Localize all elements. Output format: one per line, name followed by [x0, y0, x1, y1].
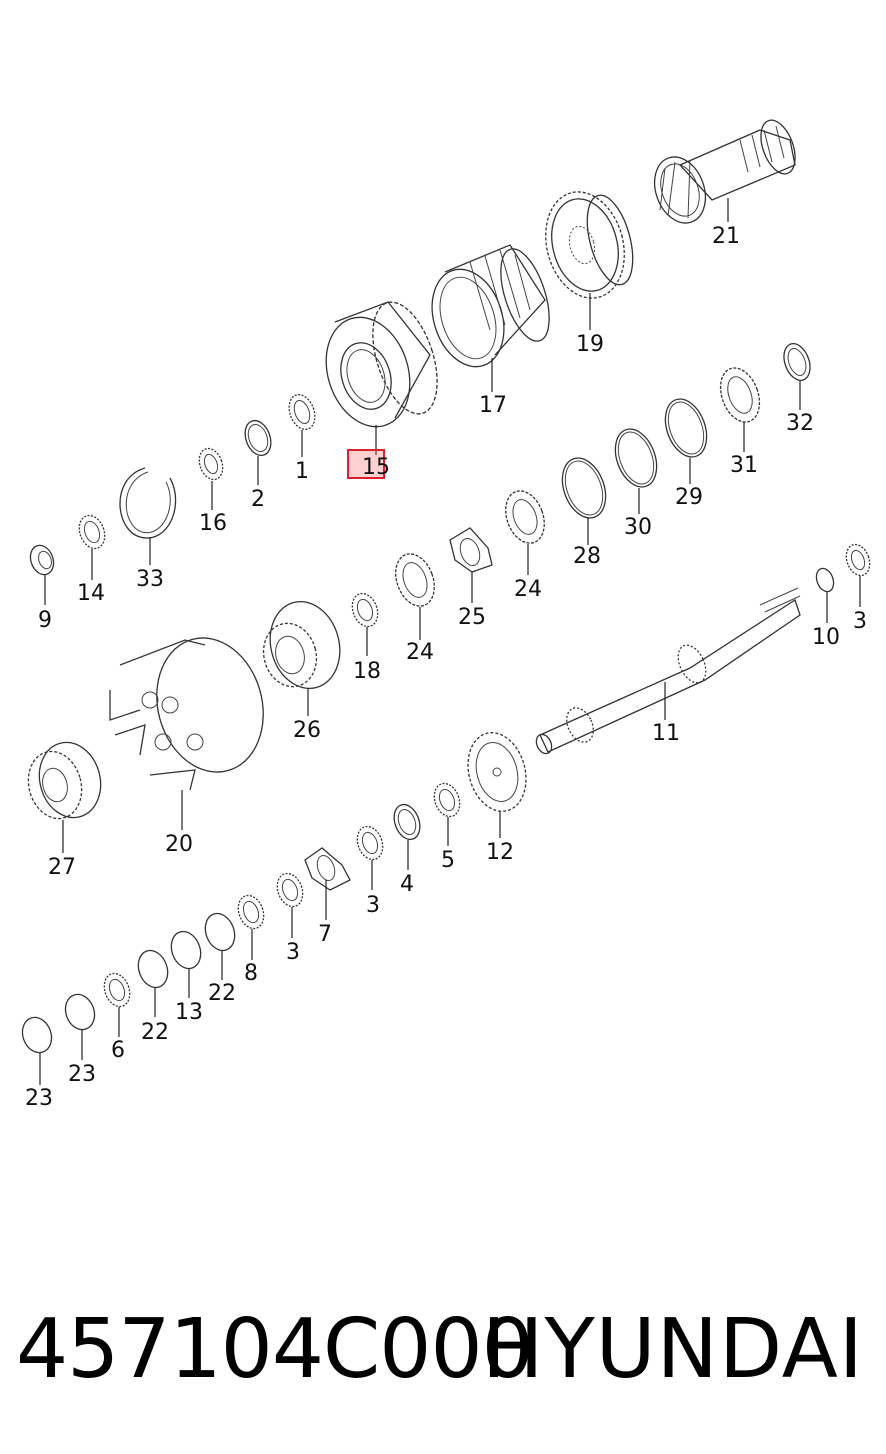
callout-24-lower: 24	[406, 640, 434, 665]
part-7-retainer[interactable]	[304, 847, 351, 891]
part-33-snap-ring[interactable]	[119, 467, 177, 539]
part-3-bearing-right[interactable]	[842, 541, 874, 579]
callout-26: 26	[293, 718, 321, 743]
callout-2: 2	[251, 487, 265, 512]
callout-23-lower: 23	[25, 1086, 53, 1111]
part-4-washer[interactable]	[390, 801, 425, 843]
callout-22-lower: 22	[141, 1020, 169, 1045]
callout-9: 9	[38, 608, 52, 633]
part-23-plate-lower[interactable]	[18, 1013, 57, 1056]
callout-5: 5	[441, 848, 455, 873]
part-25-retainer[interactable]	[449, 527, 493, 573]
part-23-plate-upper[interactable]	[61, 990, 100, 1033]
part-number: 457104C000	[16, 1302, 534, 1397]
callout-32: 32	[786, 411, 814, 436]
part-3-bearing-mid[interactable]	[353, 823, 387, 863]
part-22-plate-upper[interactable]	[200, 909, 239, 954]
part-16-bearing[interactable]	[195, 445, 227, 483]
callout-31: 31	[730, 453, 758, 478]
part-12-gear[interactable]	[460, 726, 535, 818]
callout-12: 12	[486, 840, 514, 865]
callout-16: 16	[199, 511, 227, 536]
part-27-carrier[interactable]	[21, 736, 109, 825]
callout-15: 15	[362, 455, 390, 480]
part-5-bearing[interactable]	[430, 780, 464, 820]
part-26-hub[interactable]	[257, 594, 350, 697]
part-31-bearing[interactable]	[714, 363, 767, 428]
callout-4: 4	[400, 872, 414, 897]
callout-10: 10	[812, 625, 840, 650]
part-30-snap-ring[interactable]	[608, 423, 664, 492]
highlight-box-15	[347, 449, 385, 479]
part-10-snap-ring[interactable]	[813, 566, 836, 594]
callout-3-left: 3	[286, 940, 300, 965]
callout-19: 19	[576, 332, 604, 357]
callout-20: 20	[165, 832, 193, 857]
leader-lines	[39, 198, 861, 1085]
callout-21: 21	[712, 224, 740, 249]
callout-11: 11	[652, 721, 680, 746]
part-21-output-shaft[interactable]	[646, 116, 802, 231]
callout-8: 8	[244, 961, 258, 986]
callout-14: 14	[77, 581, 105, 606]
callout-3-right: 3	[853, 609, 867, 634]
brand-name: HYUNDAI	[481, 1302, 864, 1397]
callout-23-upper: 23	[68, 1062, 96, 1087]
part-18-bearing[interactable]	[348, 590, 382, 630]
part-32-washer[interactable]	[779, 340, 815, 384]
exploded-parts-diagram: 21 19 17 15 1 2 16 33 14 9 32 31 29 30 2…	[18, 116, 874, 1111]
part-11-input-shaft[interactable]	[533, 587, 801, 756]
part-6-bearing[interactable]	[100, 970, 134, 1010]
part-19-sun-gear[interactable]	[534, 183, 641, 307]
callout-1: 1	[295, 459, 309, 484]
part-24-bearing-upper[interactable]	[499, 485, 551, 548]
callout-labels: 21 19 17 15 1 2 16 33 14 9 32 31 29 30 2…	[25, 224, 867, 1111]
callout-33: 33	[136, 567, 164, 592]
callout-24-upper: 24	[514, 577, 542, 602]
part-3-bearing-left[interactable]	[273, 870, 307, 910]
part-17-clutch-drum[interactable]	[420, 243, 559, 376]
callout-22-upper: 22	[208, 981, 236, 1006]
part-2-washer[interactable]	[241, 417, 276, 459]
part-24-bearing-lower[interactable]	[389, 548, 441, 611]
callout-6: 6	[111, 1038, 125, 1063]
callout-27: 27	[48, 855, 76, 880]
callout-17: 17	[479, 393, 507, 418]
part-15-ring-gear[interactable]	[313, 294, 450, 437]
callout-18: 18	[353, 659, 381, 684]
part-1-bearing[interactable]	[285, 391, 320, 433]
callout-29: 29	[675, 485, 703, 510]
callout-30: 30	[624, 515, 652, 540]
part-14-bearing[interactable]	[75, 512, 109, 552]
callout-25: 25	[458, 605, 486, 630]
part-9-bushing[interactable]	[27, 542, 58, 578]
callout-7: 7	[318, 922, 332, 947]
callout-3-mid: 3	[366, 893, 380, 918]
part-29-snap-ring[interactable]	[658, 393, 714, 462]
part-20-carrier-drum[interactable]	[109, 626, 278, 791]
part-22-plate-lower[interactable]	[133, 946, 172, 991]
part-8-bearing[interactable]	[234, 892, 268, 932]
callout-28: 28	[573, 544, 601, 569]
callout-13: 13	[175, 1000, 203, 1025]
part-28-snap-ring[interactable]	[555, 452, 614, 524]
part-13-plate[interactable]	[166, 927, 205, 972]
